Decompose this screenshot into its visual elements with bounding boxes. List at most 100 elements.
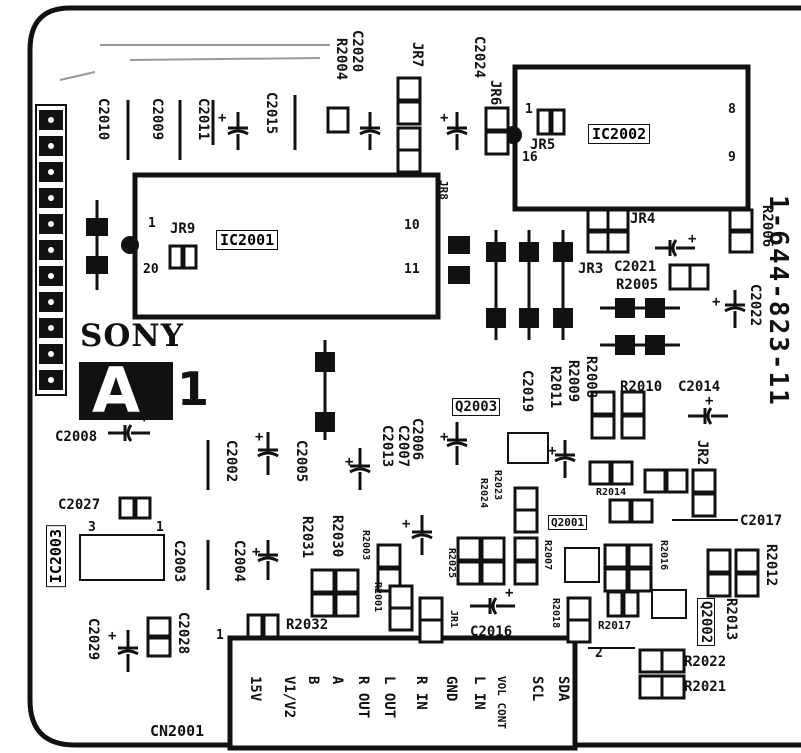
c2028-label: C2028	[175, 612, 191, 655]
c2004-label: C2004	[231, 540, 247, 583]
cn2001-pin-1: 1	[216, 628, 224, 643]
cn-pin-15v: 15V	[247, 676, 263, 702]
c2019-label: C2019	[519, 370, 535, 413]
svg-text:+: +	[218, 110, 226, 126]
r2006-label: R2006	[759, 205, 775, 248]
q2002-label: Q2002	[697, 598, 715, 647]
cn-pin-sda: SDA	[555, 676, 571, 702]
jr6-label: JR6	[487, 80, 503, 106]
cn-pin-r-out: R OUT	[355, 676, 371, 719]
svg-text:+: +	[505, 585, 513, 601]
c2009-label: C2009	[149, 98, 165, 141]
c2013-label: C2013	[379, 425, 395, 468]
pad-2-label: 2	[595, 646, 603, 661]
c2027-label: C2027	[58, 497, 101, 513]
c2003-label: C2003	[171, 540, 187, 583]
jr1-label: JR1	[448, 610, 459, 629]
ic2003-body	[79, 534, 165, 581]
c2006-label: C2006	[409, 418, 425, 461]
c2005-label: C2005	[293, 440, 309, 483]
svg-text:+: +	[548, 443, 556, 459]
left-header-pads	[35, 104, 67, 396]
r2021-label: R2021	[684, 679, 727, 695]
sony-logo: SONY	[80, 318, 184, 354]
r2010-label: R2010	[620, 379, 663, 395]
ic2002-pin-16: 16	[522, 150, 538, 165]
jr2-label: JR2	[694, 440, 710, 466]
r2003-label: R2003	[360, 530, 371, 561]
cn2001-label: CN2001	[150, 722, 205, 740]
ic2001-pin-20: 20	[143, 262, 159, 277]
svg-text:+: +	[402, 516, 410, 532]
cn-pin-l-in: L IN	[471, 676, 487, 710]
svg-text:+: +	[252, 544, 260, 560]
ic2001-pin-10: 10	[404, 218, 420, 233]
cn-pin-vol-cont: VOL CONT	[495, 676, 508, 729]
c2016-label: C2016	[470, 624, 513, 640]
ic2002-label: IC2002	[588, 124, 651, 144]
svg-text:+: +	[440, 429, 448, 445]
r2024-label: R2024	[478, 478, 489, 509]
r2030-label: R2030	[329, 515, 345, 558]
board-outline	[27, 5, 801, 748]
part-number: 1-644-823-11	[763, 195, 793, 407]
r2025-label: R2025	[446, 548, 457, 579]
c2011-label: C2011	[195, 98, 211, 141]
c2010-label: C2010	[95, 98, 111, 141]
cn2001-body	[227, 635, 578, 751]
ic2002-pin-1: 1	[525, 102, 533, 117]
c2002-label: C2002	[223, 440, 239, 483]
r2007-label: R2007	[542, 540, 553, 571]
q2003-label: Q2003	[452, 398, 501, 416]
r2005-label: R2005	[616, 277, 659, 293]
r2009-label: R2009	[565, 360, 581, 403]
c2008-label: C2008	[55, 429, 98, 445]
r2013-label: R2013	[723, 598, 739, 641]
c2014-label: C2014	[678, 379, 721, 395]
jr8-label: JR8	[437, 180, 450, 200]
r2017-label: R2017	[598, 619, 632, 632]
ic2001-pin-1: 1	[148, 216, 156, 231]
svg-text:+: +	[345, 454, 353, 470]
svg-text:+: +	[688, 231, 696, 247]
ic2003-pin-3: 3	[88, 520, 96, 535]
ic2003-label: IC2003	[46, 525, 66, 588]
r2032-label: R2032	[286, 617, 329, 633]
r2018-label: R2018	[550, 598, 561, 629]
r2004-label: R2004	[333, 38, 349, 81]
board-letter: A	[92, 354, 140, 427]
svg-text:+: +	[108, 628, 116, 644]
c2020-label: C2020	[349, 30, 365, 73]
svg-text:+: +	[712, 294, 720, 310]
q2001-label: Q2001	[548, 515, 588, 530]
r2023-label: R2023	[492, 470, 503, 501]
r2014-label: R2014	[596, 487, 627, 498]
svg-text:+: +	[705, 393, 713, 409]
cn-pin-scl: SCL	[529, 676, 545, 702]
cn-pin-a: A	[329, 676, 345, 685]
r2031-label: R2031	[299, 516, 315, 559]
r2022-label: R2022	[684, 654, 727, 670]
c2017-label: C2017	[740, 513, 783, 529]
c2024-label: C2024	[471, 36, 487, 79]
r2012-label: R2012	[763, 544, 779, 587]
c2015-label: C2015	[263, 92, 279, 135]
ic2003-pin-1: 1	[156, 520, 164, 535]
jr9-label: JR9	[170, 221, 196, 237]
ic2001-pin-11: 11	[404, 262, 420, 277]
cn-pin-b: B	[305, 676, 321, 685]
c2022-label: C2022	[747, 284, 763, 327]
jr7-label: JR7	[409, 42, 425, 68]
svg-text:+: +	[440, 110, 448, 126]
r2001-label: R2001	[372, 582, 383, 613]
r2016-label: R2016	[658, 540, 669, 571]
cn-pin-r-in: R IN	[413, 676, 429, 710]
c2007-label: C2007	[395, 425, 411, 468]
ic2001-label: IC2001	[216, 230, 279, 250]
cn-pin-gnd: GND	[443, 676, 459, 702]
board-number: 1	[177, 362, 210, 416]
r2011-label: R2011	[547, 366, 563, 409]
ic2002-pin-9: 9	[728, 150, 736, 165]
jr5-label: JR5	[530, 137, 556, 153]
cn-pin-l-out: L OUT	[381, 676, 397, 719]
